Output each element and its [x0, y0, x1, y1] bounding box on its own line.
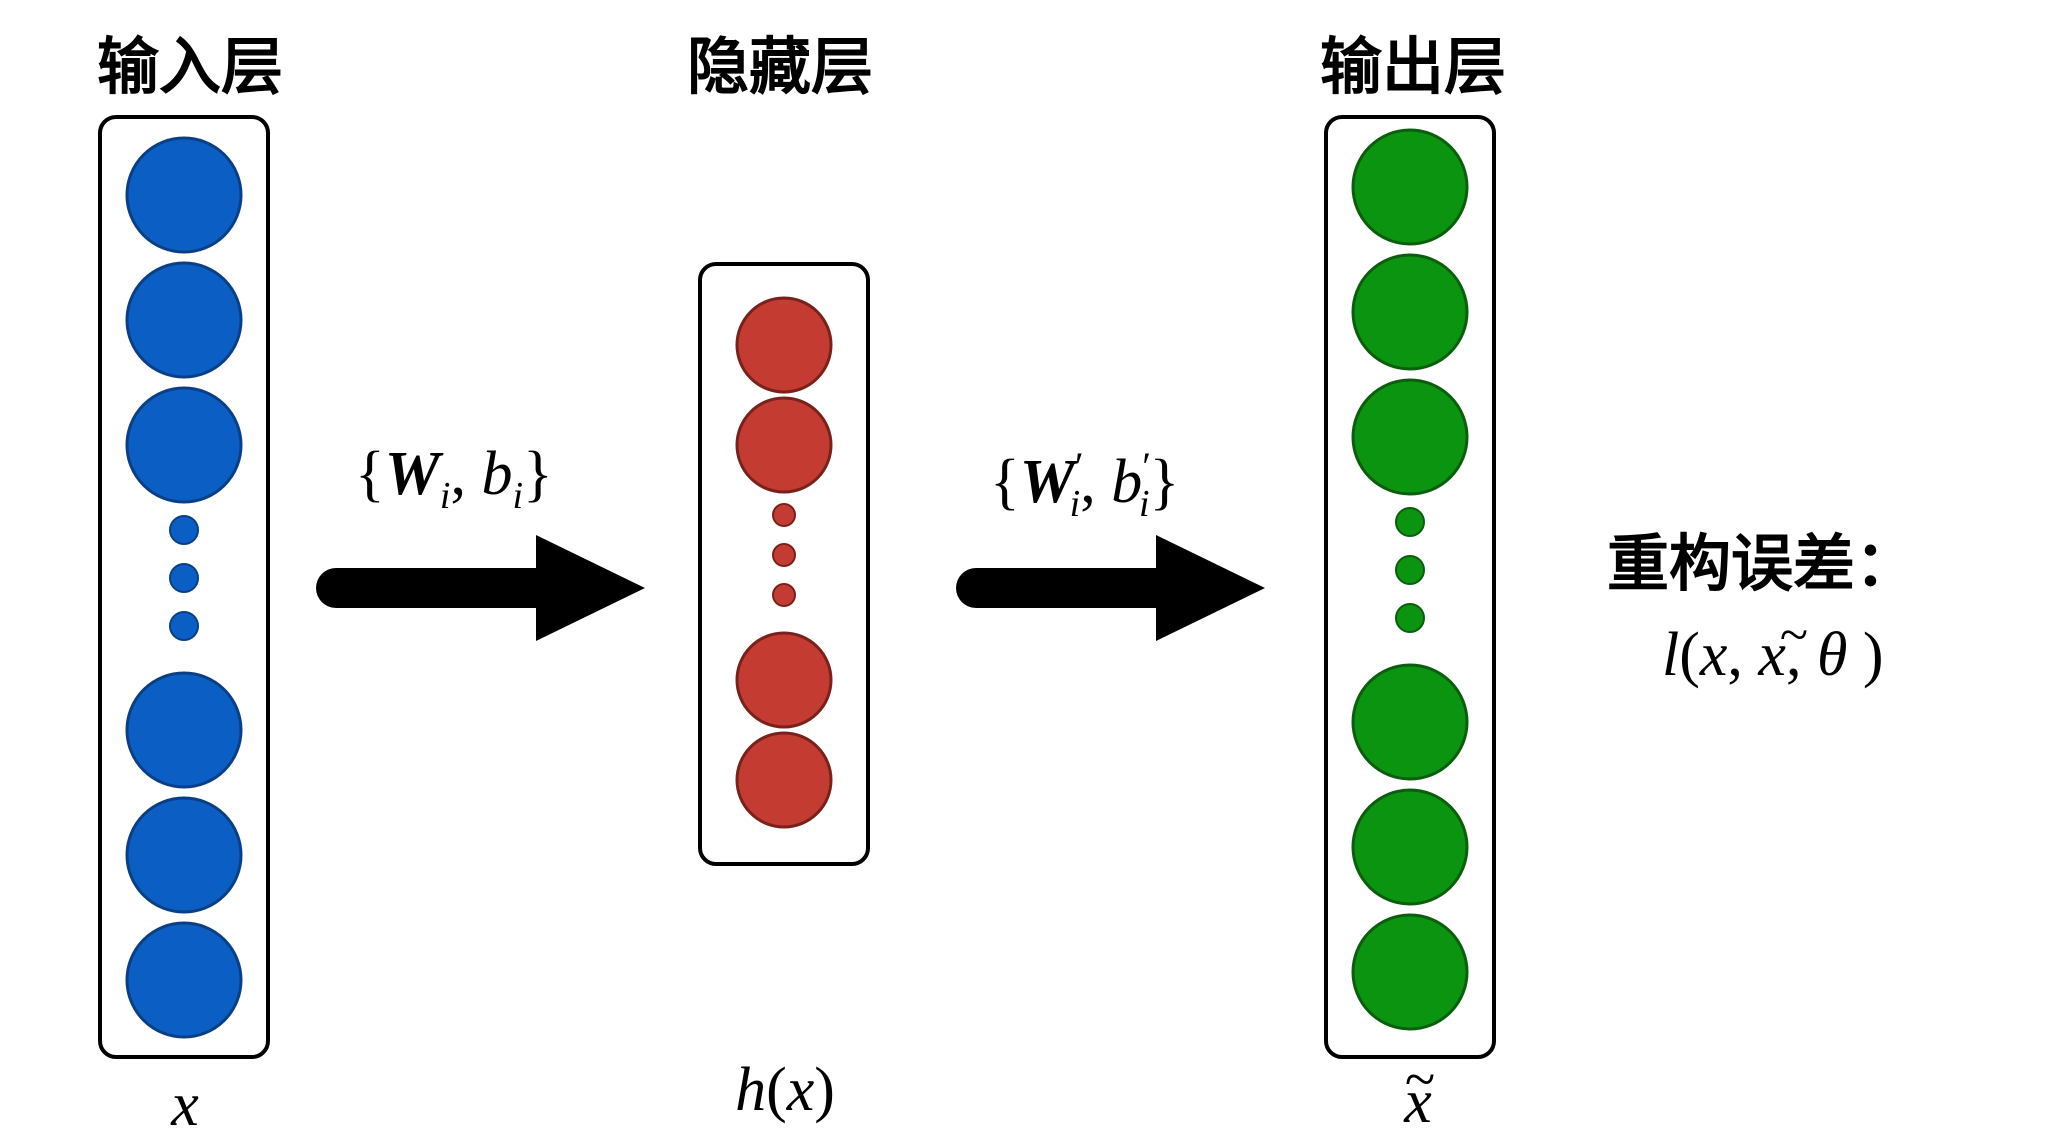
input-neuron-2: [125, 261, 243, 379]
output-variable-tilde: ~: [1405, 1049, 1435, 1111]
output-variable: x: [1403, 1068, 1432, 1131]
input-neuron-8: [125, 796, 243, 914]
loss-formula-tilde: ~: [1780, 607, 1808, 664]
output-neuron-2: [1351, 253, 1469, 371]
hidden-nodes: [735, 296, 833, 829]
output-ellipsis-dot-4: [1395, 507, 1425, 537]
input-neuron-3: [125, 386, 243, 504]
output-layer-box: [1324, 115, 1496, 1059]
input-layer-title: 输入层: [97, 30, 283, 103]
output-neuron-9: [1351, 913, 1469, 1031]
output-ellipsis-dot-6: [1395, 603, 1425, 633]
hidden-ellipsis-dot-3: [772, 503, 796, 527]
input-ellipsis-dot-5: [169, 563, 199, 593]
hidden-layer-box: [698, 262, 870, 866]
input-variable: x: [170, 1071, 199, 1131]
input-ellipsis-dot-4: [169, 515, 199, 545]
hidden-ellipsis-dot-4: [772, 543, 796, 567]
input-neuron-7: [125, 671, 243, 789]
output-neuron-7: [1351, 663, 1469, 781]
output-neuron-1: [1351, 128, 1469, 246]
loss-formula: l(x, x, θ ): [1662, 621, 1884, 689]
hidden-variable: h(x): [735, 1056, 835, 1124]
input-layer-box: [98, 115, 270, 1059]
loss-label: 重构误差：: [1607, 527, 1917, 600]
input-ellipsis-dot-6: [169, 611, 199, 641]
output-neuron-3: [1351, 378, 1469, 496]
output-nodes: [1351, 128, 1469, 1031]
hidden-layer-title: 隐藏层: [687, 30, 873, 103]
output-neuron-8: [1351, 788, 1469, 906]
output-ellipsis-dot-5: [1395, 555, 1425, 585]
hidden-ellipsis-dot-5: [772, 583, 796, 607]
hidden-neuron-2: [735, 396, 833, 494]
encoder-arrow: [316, 535, 645, 641]
decoder-params-label: {W′i, b′i}: [990, 444, 1179, 525]
hidden-neuron-7: [735, 731, 833, 829]
encoder-params-label: {Wi, bi}: [355, 440, 553, 517]
output-layer-title: 输出层: [1320, 30, 1506, 103]
hidden-neuron-1: [735, 296, 833, 394]
input-nodes: [125, 136, 243, 1039]
input-neuron-1: [125, 136, 243, 254]
decoder-arrow: [956, 535, 1265, 641]
input-neuron-9: [125, 921, 243, 1039]
hidden-neuron-6: [735, 631, 833, 729]
